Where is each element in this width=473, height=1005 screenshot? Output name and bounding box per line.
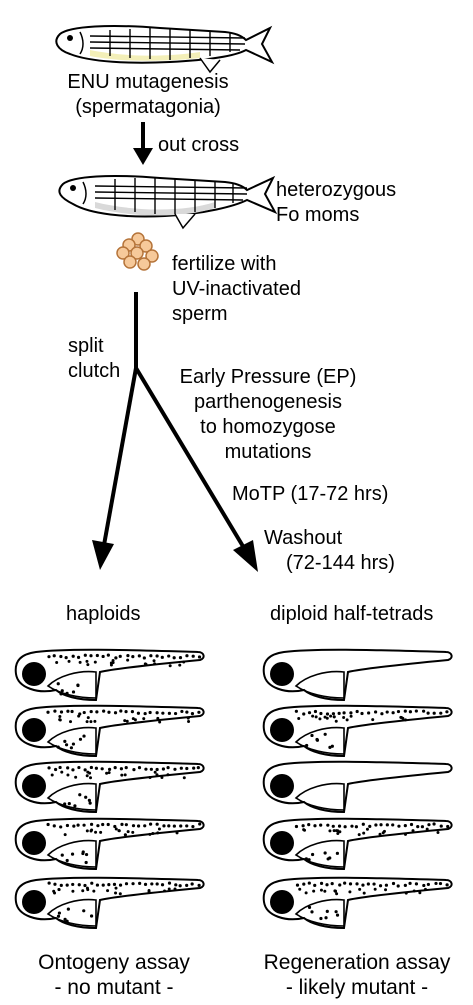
split-clutch-label: split clutch [68, 334, 120, 384]
ontogeny-assay-label: Ontogeny assay - no mutant - [4, 950, 224, 1000]
larva-pigmented [14, 760, 205, 814]
split-label-line2: clutch [68, 360, 121, 382]
fertilize-label-line3: sperm [172, 303, 228, 325]
enu-label-line2: (spermatagonia) [75, 96, 221, 118]
larva-pigmented [262, 704, 453, 758]
ep-label-line4: mutations [224, 441, 312, 463]
larva-unpigmented [262, 648, 453, 702]
larva-pigmented [262, 817, 453, 871]
arrow-out-cross [133, 122, 153, 165]
out-cross-label: out cross [158, 134, 240, 156]
adult-fish-icon [55, 25, 275, 74]
washout-label-line1: Washout [264, 527, 343, 549]
regen-label-line1: Regeneration assay [263, 951, 451, 974]
larva-pigmented [14, 876, 205, 930]
ep-label-line2: parthenogenesis [194, 391, 342, 413]
early-pressure-label: Early Pressure (EP) parthenogenesis to h… [160, 365, 376, 465]
split-lines [102, 292, 246, 550]
regen-label-line2: - likely mutant - [285, 976, 429, 999]
heterozygous-fish-icon [58, 175, 278, 230]
arrow-diploids [233, 540, 258, 572]
diploids-label: diploid half-tetrads [270, 603, 434, 625]
larva-pigmented [14, 817, 205, 871]
enu-label: ENU mutagenesis (spermatagonia) [58, 70, 238, 120]
enu-label-line1: ENU mutagenesis [67, 71, 229, 93]
diploid-larvae-column [262, 648, 453, 930]
ontogeny-label-line1: Ontogeny assay [38, 951, 190, 974]
eggs-icon [116, 232, 159, 271]
larva-pigmented [14, 648, 205, 702]
fertilize-label: fertilize with UV-inactivated sperm [172, 252, 301, 327]
split-label-line1: split [68, 335, 104, 357]
fertilize-label-line2: UV-inactivated [172, 278, 301, 300]
larva-pigmented [14, 704, 205, 758]
washout-label: Washout (72-144 hrs) [264, 526, 395, 576]
arrow-haploids [92, 540, 114, 570]
larva-unpigmented [262, 760, 453, 814]
ontogeny-label-line2: - no mutant - [54, 976, 174, 999]
washout-label-line2: (72-144 hrs) [286, 552, 395, 574]
motp-label: MoTP (17-72 hrs) [232, 483, 389, 505]
ep-label-line3: to homozygose [200, 416, 336, 438]
larva-pigmented [262, 876, 453, 930]
heterozygous-label-line1: heterozygous [276, 179, 397, 201]
haploids-label: haploids [66, 603, 141, 625]
heterozygous-label: heterozygous Fo moms [276, 178, 396, 228]
heterozygous-label-line2: Fo moms [276, 204, 360, 226]
fertilize-label-line1: fertilize with [172, 253, 277, 275]
haploid-larvae-column [14, 648, 205, 930]
ep-label-line1: Early Pressure (EP) [179, 366, 357, 388]
regeneration-assay-label: Regeneration assay - likely mutant - [244, 950, 470, 1000]
